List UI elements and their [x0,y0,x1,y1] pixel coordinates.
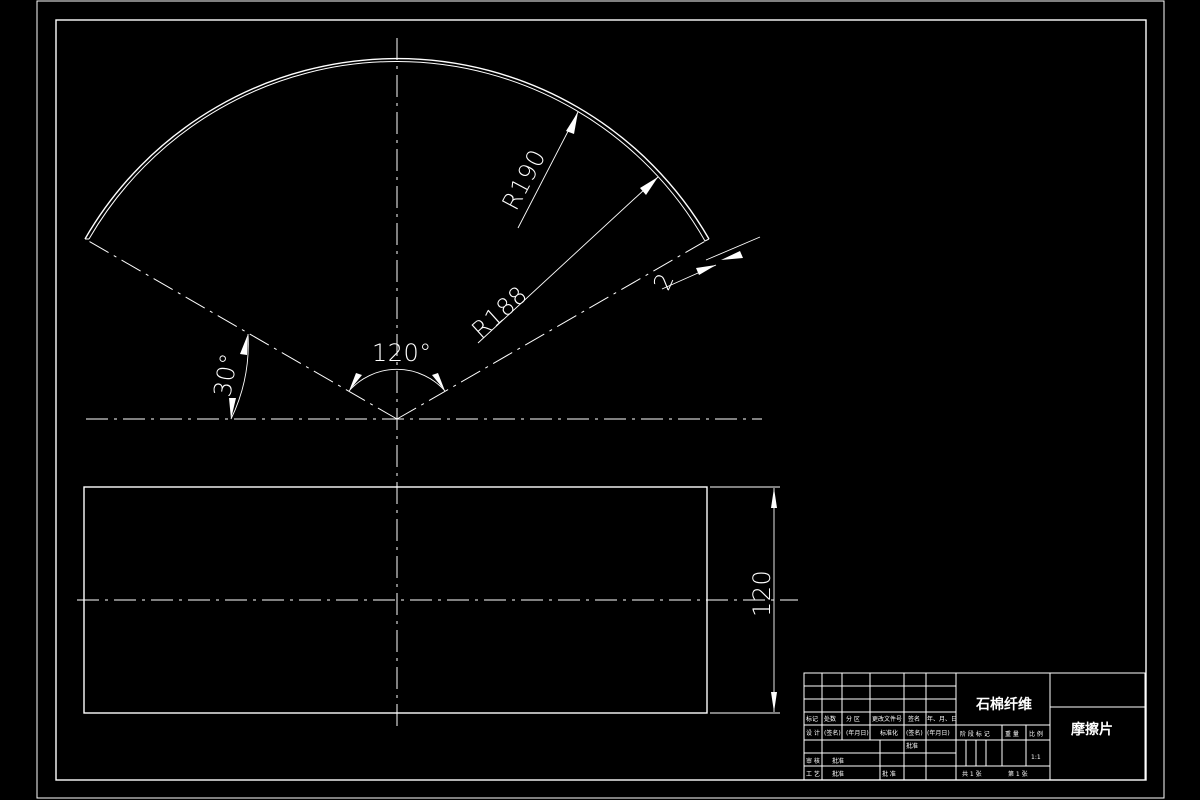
sheet-count: 共 1 张 [962,770,982,778]
thickness-ext-line [705,236,761,261]
title-block: 石棉纤维 摩擦片 标记 处数 分 区 更改文件号 签名 年、月、日 设 计 (签… [803,672,1146,781]
thickness-label: 2 [648,269,680,295]
angle-30-arrow-top [240,334,248,355]
height-arrow-top [771,488,777,508]
front-view: 120 [77,486,798,714]
left-radial-line [84,238,398,420]
title-block-frame [803,672,1146,781]
tb-cell: (签名) [906,729,923,737]
angle-120-label: 120° [372,339,432,367]
tb-cell: 批准 [832,770,844,778]
right-radial-line [396,238,710,420]
tb-cell: 设 计 [806,729,820,737]
r188-leader [477,176,659,344]
tb-cell: 批准 [832,757,844,765]
tb-cell: 重 量 [1005,730,1019,738]
tb-cell: 阶 段 标 记 [960,730,990,738]
angle-30-arrow-bottom [229,398,236,419]
sector-view: R190 R188 2 120° 30° [84,38,762,728]
outer-sheet-border [36,0,1165,799]
inner-drawing-frame [55,19,1147,781]
angle-120-arc [348,368,446,392]
inner-arc [88,61,706,242]
angle-30-label: 30° [208,351,243,399]
tb-cell: 处数 [824,715,836,723]
tb-cell: 签名 [908,715,920,723]
tb-cell: 更改文件号 [872,715,902,723]
part-name-label: 摩擦片 [1071,721,1113,738]
tb-cell: 标准化 [880,729,898,737]
height-label: 120 [748,570,776,617]
tb-cell: 分 区 [846,715,860,723]
thickness-arrow-2 [721,251,743,260]
angle-120-arrow-left [349,373,362,391]
outer-arc [84,57,710,240]
r190-arrow [566,112,578,134]
tb-cell: 批 准 [882,770,896,778]
tb-cell: 年、月、日 [927,715,957,723]
tb-cell: (签名) [824,729,841,737]
sheet-number: 第 1 张 [1008,770,1028,778]
angle-30-arc [230,333,249,420]
r188-arrow [640,177,658,195]
tb-cell: 比 例 [1029,730,1043,738]
scale-value: 1:1 [1031,754,1041,761]
tb-cell: 工 艺 [806,770,820,778]
height-arrow-bottom [771,692,777,712]
r188-label: R188 [466,281,533,345]
arc-end-right [704,238,710,242]
tb-cell: 批准 [906,742,918,750]
thickness-arrow-1 [696,265,716,275]
tb-cell: 标记 [806,715,818,723]
tb-cell: (年月日) [927,729,950,737]
tb-cell: 审 核 [806,757,820,765]
material-label: 石棉纤维 [975,696,1032,713]
tb-cell: (年月日) [846,729,869,737]
angle-120-arrow-right [432,373,445,391]
